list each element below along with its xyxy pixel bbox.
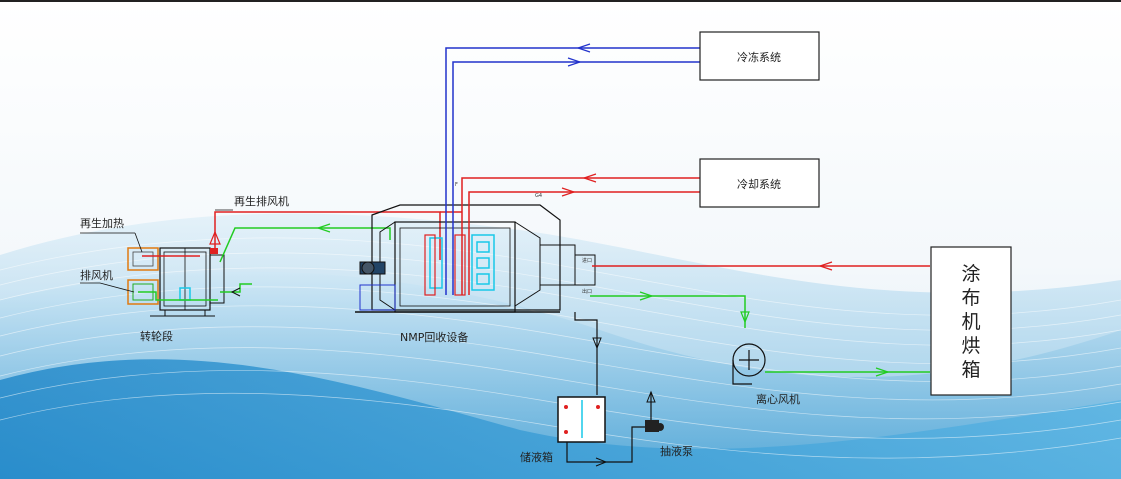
coater-oven-char-3: 机	[961, 311, 980, 333]
storage-tank-label: 储液箱	[520, 450, 553, 464]
regen-exhaust-arrow	[209, 230, 221, 245]
cool-return-arrow	[582, 173, 597, 183]
nmp-recovery-equipment	[355, 204, 596, 313]
oven-exhaust-arrow	[818, 261, 833, 271]
coil-banks	[429, 234, 495, 291]
coater-oven-box: 涂 布 机 烘 箱	[930, 246, 1012, 396]
drain-line	[566, 312, 652, 463]
coater-oven-char-2: 布	[961, 287, 980, 309]
cool-supply-arrow	[561, 187, 576, 197]
cooling-loop	[461, 177, 700, 295]
storage-tank	[557, 396, 606, 443]
pump-out-arrow	[646, 390, 656, 403]
coater-oven-char-1: 涂	[961, 263, 980, 285]
cooling-system-label: 冷却系统	[737, 178, 781, 191]
green-arrow-left	[316, 223, 331, 233]
pump-icon	[645, 420, 664, 432]
return-arrow-1	[639, 291, 654, 301]
coater-oven-char-5: 箱	[961, 359, 980, 381]
regen-exhaust-fan-label: 再生排风机	[234, 194, 289, 208]
rotor-section-equipment	[127, 247, 225, 317]
rotor-section-label: 转轮段	[140, 329, 173, 343]
return-air-line	[590, 295, 930, 373]
port-label-right-top: 进口	[582, 257, 592, 264]
freezing-system-label: 冷冻系统	[737, 50, 781, 64]
centrifugal-fan-label: 离心风机	[756, 392, 800, 406]
exhaust-fan-label: 排风机	[80, 268, 113, 282]
freeze-return-arrow	[576, 43, 591, 53]
return-arrow-2	[740, 311, 750, 324]
pump-in-arrow	[595, 457, 608, 467]
drain-arrow	[592, 337, 602, 350]
port-label-top-left: F	[455, 182, 458, 188]
exhaust-arrow	[230, 287, 241, 297]
pump-label: 抽液泵	[660, 444, 693, 458]
coater-oven-char-4: 烘	[961, 335, 980, 357]
freezing-loop	[445, 47, 700, 295]
label-leaders	[80, 209, 233, 293]
return-arrow-3	[875, 367, 890, 377]
coil-red-ends	[424, 234, 466, 296]
regen-heater	[127, 247, 159, 271]
centrifugal-fan	[732, 343, 766, 385]
port-label-top: G4	[535, 193, 542, 199]
regen-heating-label: 再生加热	[80, 216, 124, 230]
exhaust-fan-unit	[127, 279, 159, 305]
cooling-system-box: 冷却系统	[699, 158, 820, 208]
freezing-system-box: 冷冻系统	[699, 31, 820, 81]
port-label-right-bottom: 出口	[582, 288, 592, 295]
nmp-recovery-label: NMP回收设备	[400, 330, 468, 344]
freeze-supply-arrow	[567, 57, 582, 67]
